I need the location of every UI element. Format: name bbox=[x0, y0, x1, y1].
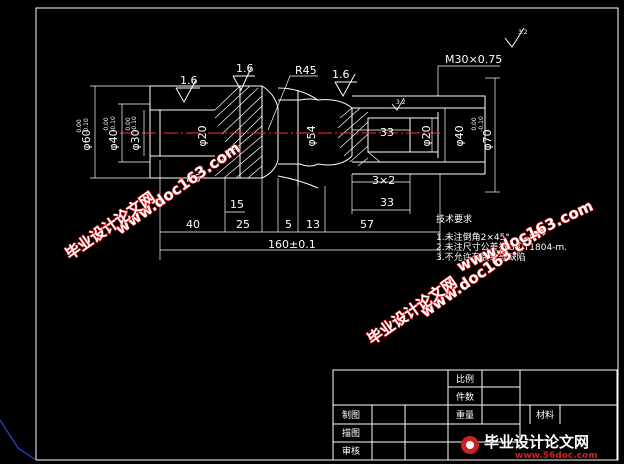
thread-spec: M30×0.75 bbox=[445, 53, 502, 66]
watermark-right: www.doc163.com 毕业设计论文网 www.doc163.com bbox=[363, 196, 596, 349]
title-block bbox=[332, 369, 618, 461]
dimension-lines bbox=[90, 65, 500, 260]
reviewed-label: 审核 bbox=[342, 445, 360, 457]
length-15: 15 bbox=[230, 198, 244, 211]
diameter-70-tol-top: 0.00 bbox=[471, 117, 478, 131]
diameter-70: φ70 bbox=[481, 129, 494, 150]
watermark-cn-left: 毕业设计论文网 bbox=[62, 188, 158, 263]
material-label: 材料 bbox=[536, 409, 554, 421]
count-label: 件数 bbox=[456, 391, 474, 403]
fillet-radius: R6 bbox=[186, 172, 201, 185]
tech-requirements: 技术要求 1.未注倒角2×45° 2.未注尺寸公差按GB/T1804-m. 3.… bbox=[436, 213, 567, 263]
roughness-symbols bbox=[175, 67, 357, 104]
global-roughness-value: 3.2 bbox=[518, 29, 528, 36]
length-40: 40 bbox=[186, 218, 200, 231]
radius-label: R45 bbox=[295, 64, 317, 77]
length-5: 5 bbox=[285, 218, 292, 231]
tech-item-2: 2.未注尺寸公差按GB/T1804-m. bbox=[436, 241, 567, 253]
diameter-30: φ30 bbox=[129, 129, 142, 150]
diameter-60-tol-bottom: -0.10 bbox=[83, 118, 90, 134]
diameter-40-left-tol-bottom: -0.10 bbox=[110, 116, 117, 132]
site-logo: 毕业设计论文网 www.56doc.com bbox=[461, 433, 598, 461]
weight-label: 重量 bbox=[456, 409, 474, 421]
roughness-label-1: 1.6 bbox=[180, 74, 198, 87]
tech-heading: 技术要求 bbox=[436, 213, 472, 225]
watermark-url-left: www.doc163.com bbox=[112, 139, 244, 239]
drawing-frame bbox=[35, 7, 619, 461]
tech-item-1: 1.未注倒角2×45° bbox=[436, 231, 510, 243]
tech-item-3: 3.不允许有裂纹等缺陷 bbox=[436, 251, 526, 263]
scale-label: 比例 bbox=[456, 373, 474, 385]
diameter-60: φ60 bbox=[80, 129, 93, 150]
drawn-label: 制图 bbox=[342, 409, 360, 421]
length-33-inner: 33 bbox=[380, 126, 394, 139]
corner-mark bbox=[0, 419, 37, 461]
shaft-part bbox=[149, 85, 486, 189]
diameter-60-tol-top: 0.00 bbox=[76, 119, 83, 133]
diameter-40-left-tol-top: 0.00 bbox=[103, 117, 110, 131]
length-13: 13 bbox=[306, 218, 320, 231]
hatch-right bbox=[337, 107, 381, 167]
logo-name: 毕业设计论文网 bbox=[484, 433, 589, 451]
length-25: 25 bbox=[236, 218, 250, 231]
diameter-20-right: φ20 bbox=[420, 125, 433, 146]
diameter-30-tol-bottom: -0.10 bbox=[131, 116, 138, 132]
length-33-outer: 33 bbox=[380, 196, 394, 209]
diameter-40-left: φ40 bbox=[107, 129, 120, 150]
length-3x2: 3×2 bbox=[372, 174, 395, 187]
diameter-20-left: φ20 bbox=[196, 125, 209, 146]
diameter-70-tol-bottom: -0.10 bbox=[478, 116, 485, 132]
inner-roughness-value: 3.2 bbox=[396, 99, 406, 106]
diameter-40-right: φ40 bbox=[453, 125, 466, 146]
designed-label: 描图 bbox=[342, 427, 360, 439]
diameter-30-tol-top: 0.00 bbox=[125, 117, 132, 131]
logo-url: www.56doc.com bbox=[515, 451, 598, 461]
diameter-54: φ54 bbox=[305, 125, 318, 146]
roughness-label-3: 1.6 bbox=[332, 68, 350, 81]
watermark-cn-mid: 毕业设计论文网 bbox=[364, 273, 460, 348]
global-roughness-symbol: 3.2 bbox=[504, 27, 528, 48]
watermark-left: www.doc163.com 毕业设计论文网 bbox=[61, 138, 244, 264]
roughness-label-2: 1.6 bbox=[236, 62, 254, 75]
length-57: 57 bbox=[360, 218, 374, 231]
inner-roughness-symbol bbox=[391, 97, 405, 111]
total-length: 160±0.1 bbox=[268, 238, 316, 251]
